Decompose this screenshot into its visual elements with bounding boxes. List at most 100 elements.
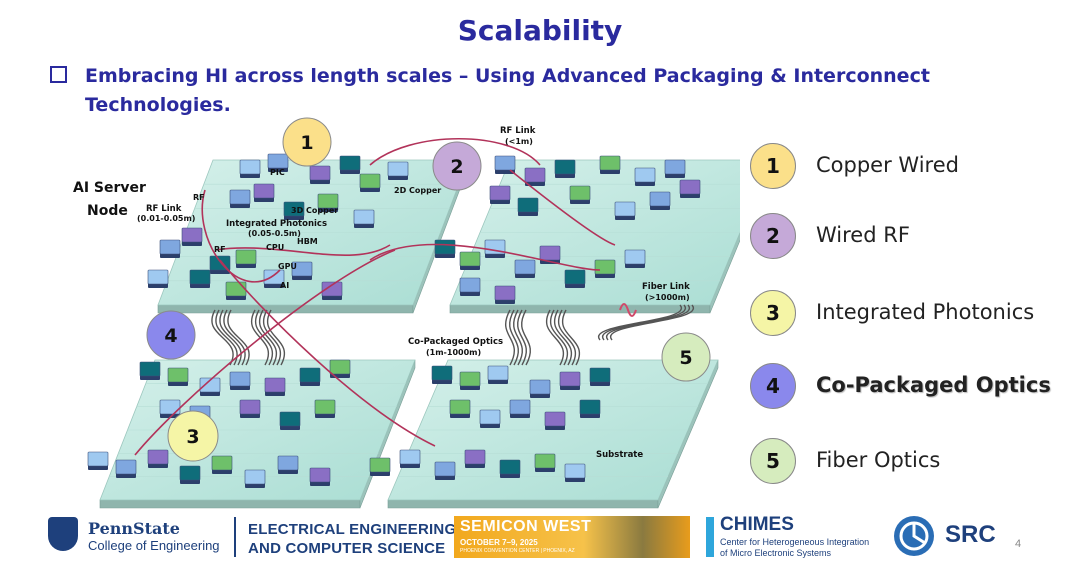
chip: [369, 457, 391, 476]
chip: [664, 159, 686, 178]
chip: [489, 185, 511, 204]
chip: [499, 459, 521, 478]
chip: [244, 469, 266, 488]
rf-link-line: [509, 169, 616, 246]
chip: [147, 449, 169, 468]
chip: [624, 249, 646, 268]
chip: [115, 459, 137, 478]
chip: [579, 399, 601, 418]
chip: [434, 239, 456, 258]
chip: [494, 285, 516, 304]
chip: [167, 367, 189, 386]
chip: [189, 269, 211, 288]
cable: [219, 309, 242, 366]
chip: [487, 365, 509, 384]
chip: [449, 399, 471, 418]
label-rf-link-top: RF Link: [500, 126, 536, 136]
chip: [634, 167, 656, 186]
label-gpu: GPU: [278, 262, 297, 271]
label-ai: AI: [280, 281, 289, 290]
src-logo-icon: [894, 516, 934, 556]
legend-label: Copper Wired: [816, 153, 959, 177]
cable: [223, 309, 246, 366]
chip: [431, 365, 453, 384]
marker-number: 1: [300, 132, 313, 154]
chip: [147, 269, 169, 288]
chip: [479, 409, 501, 428]
chip: [387, 161, 409, 180]
chip: [554, 159, 576, 178]
marker-4: 4: [146, 310, 196, 360]
chimes-name: CHIMES: [720, 514, 794, 535]
chip: [464, 449, 486, 468]
src-name: SRC: [945, 521, 996, 548]
chip: [309, 165, 331, 184]
cable: [605, 304, 691, 341]
label-3d-copper: 3D Copper: [291, 206, 338, 215]
semicon-place: PHOENIX CONVENTION CENTER | PHOENIX, AZ: [460, 548, 575, 554]
cable: [597, 304, 683, 341]
chip: [239, 399, 261, 418]
rf-link-line: [134, 249, 396, 456]
chip: [559, 371, 581, 390]
label-rf-b: RF: [214, 245, 226, 254]
legend-number-circle: 5: [750, 438, 796, 484]
chip: [594, 259, 616, 278]
chip: [321, 281, 343, 300]
chip: [459, 251, 481, 270]
marker-number: 5: [679, 347, 692, 369]
slide-title: Scalability: [457, 14, 623, 47]
cable: [545, 309, 565, 366]
label-hbm: HBM: [297, 237, 318, 246]
chip: [263, 269, 285, 288]
eecs-line2: AND COMPUTER SCIENCE: [248, 540, 446, 557]
label-fiber-link-range: (>1000m): [645, 293, 690, 302]
label-rf-link-node: RF Link: [146, 204, 182, 214]
rf-links: [134, 138, 616, 456]
cable: [504, 309, 516, 366]
chip: [264, 377, 286, 396]
cable: [601, 304, 687, 341]
chip: [679, 179, 701, 198]
chimes-subtitle-2: of Micro Electronic Systems: [720, 548, 832, 558]
chip: [235, 249, 257, 268]
legend-label: Wired RF: [816, 223, 910, 247]
chip: [514, 259, 536, 278]
footer: PennState College of Engineering ELECTRI…: [0, 505, 1080, 568]
rf-link-line: [214, 244, 391, 256]
semicon-date: OCTOBER 7–9, 2025: [460, 538, 538, 547]
eecs-line1: ELECTRICAL ENGINEERING: [248, 521, 457, 538]
chip: [399, 449, 421, 468]
cable: [553, 309, 573, 366]
cable: [549, 309, 569, 366]
cable: [508, 309, 520, 366]
label-cpu: CPU: [266, 243, 284, 252]
chimes-bar-icon: [706, 517, 714, 557]
chip: [534, 453, 556, 472]
label-2d-copper: 2D Copper: [394, 186, 441, 195]
marker-number: 4: [164, 325, 177, 347]
cable: [211, 309, 234, 366]
cable: [262, 309, 282, 366]
chip: [239, 159, 261, 178]
chip: [459, 371, 481, 390]
legend-label: Fiber Optics: [816, 448, 941, 472]
label-co-packaged-optics: Co-Packaged Optics: [408, 337, 503, 347]
chip: [459, 277, 481, 296]
chip: [229, 189, 251, 208]
bullet-text: Embracing HI across length scales – Usin…: [85, 65, 930, 116]
chip: [299, 367, 321, 386]
chip: [309, 467, 331, 486]
chip: [353, 209, 375, 228]
pennstate-college: College of Engineering: [88, 538, 220, 553]
chip-layer: [87, 153, 701, 488]
chip: [589, 367, 611, 386]
bullet-checkbox-icon: [50, 66, 67, 83]
legend-row-5: 5 Fiber Optics: [750, 438, 1070, 488]
fiber-break-icon: [619, 303, 637, 317]
chip: [159, 399, 181, 418]
chip: [564, 463, 586, 482]
cable: [561, 309, 581, 366]
